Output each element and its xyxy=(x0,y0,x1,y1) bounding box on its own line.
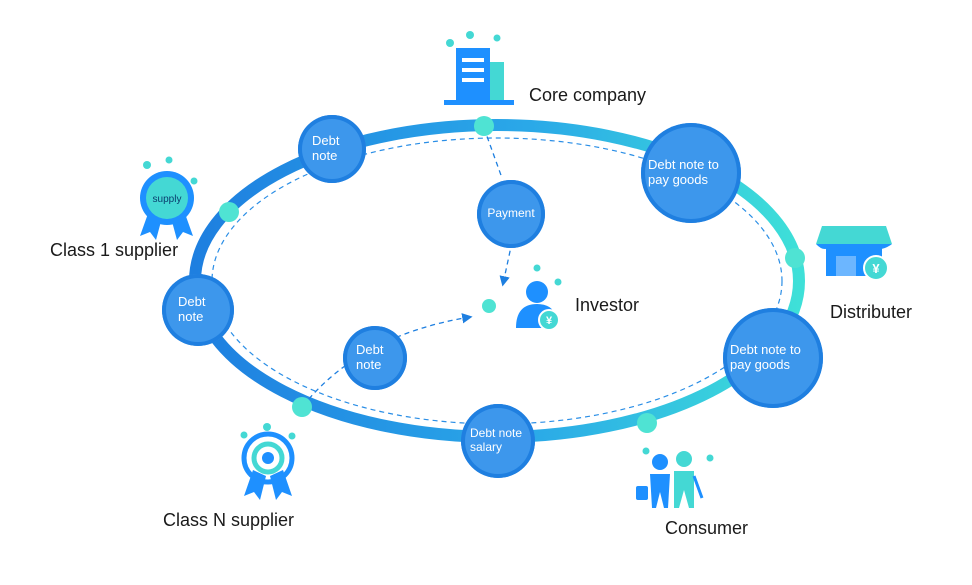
debt-note-goods-bubble-top-text: Debt note to pay goods xyxy=(648,157,719,187)
payment-bubble-text: Payment xyxy=(487,206,535,221)
supply-badge-text: supply xyxy=(153,194,182,205)
debt-note-bubble-inner: Debt note xyxy=(343,326,407,390)
store-yen-icon: ¥ xyxy=(872,261,880,276)
office-building-icon xyxy=(444,31,514,105)
debt-note-goods-bubble-right-text: Debt note to pay goods xyxy=(730,342,801,372)
debt-note-salary-bubble-text: Debt note salary xyxy=(470,426,523,454)
debt-note-bubble-inner-text: Debt note xyxy=(356,342,384,372)
ring-dot-supplierN xyxy=(292,397,312,417)
supply-medal-icon: supply xyxy=(140,156,198,240)
class1-supplier-label: Class 1 supplier xyxy=(50,240,179,260)
payment-to-investor-line xyxy=(499,241,513,287)
debt-note-goods-bubble-right: Debt note to pay goods xyxy=(723,308,823,408)
ring-dot-distributer xyxy=(785,248,805,268)
debt-note-bubble-top-text: Debt note xyxy=(312,133,340,163)
debt-note-bubble-left-text: Debt note xyxy=(178,294,206,324)
debt-note-salary-bubble: Debt note salary xyxy=(461,404,535,478)
ring-dot-core xyxy=(474,116,494,136)
classN-supplier-label: Class N supplier xyxy=(163,510,295,530)
core-company-label: Core company xyxy=(529,85,647,105)
debt-note-bubble-left: Debt note xyxy=(162,274,234,346)
debt-note-bubble-top: Debt note xyxy=(298,115,366,183)
store-icon: ¥ xyxy=(816,226,892,281)
investor-label: Investor xyxy=(575,295,640,315)
distributer-label: Distributer xyxy=(830,302,913,322)
yen-icon: ¥ xyxy=(546,315,553,327)
payment-bubble: Payment xyxy=(477,180,545,248)
investor-person-icon: ¥ xyxy=(516,264,562,331)
consumer-label: Consumer xyxy=(665,518,749,538)
medal-icon xyxy=(240,423,296,500)
couple-icon xyxy=(636,447,714,508)
investor-target-dot xyxy=(482,299,496,313)
ring-dot-supplier1 xyxy=(219,202,239,222)
ring-dot-consumer xyxy=(637,413,657,433)
debt-note-goods-bubble-top: Debt note to pay goods xyxy=(641,123,741,223)
